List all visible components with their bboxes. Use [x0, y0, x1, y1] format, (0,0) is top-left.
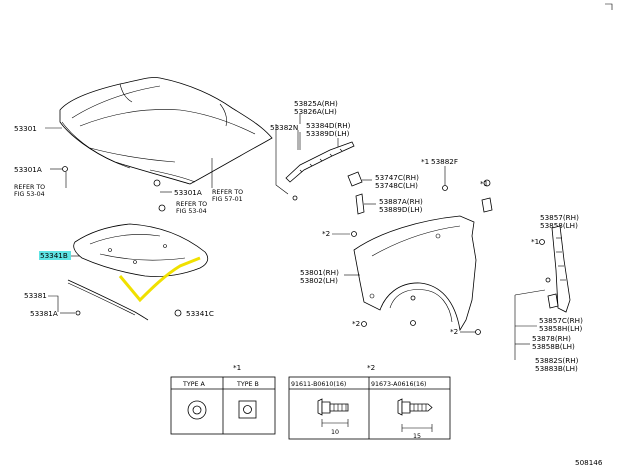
cover-rh-label: 53747C(RH): [375, 173, 419, 182]
dim-1-label: 10: [331, 429, 339, 436]
hood-clip[interactable]: [62, 166, 68, 172]
rest-left-label: 53382N: [270, 123, 298, 132]
seal-rh-label: 53825A(RH): [294, 99, 338, 108]
bolt-2-icon: [397, 398, 433, 432]
hood-insulator[interactable]: [73, 223, 209, 277]
star2-c-label: *2: [450, 327, 458, 336]
fender-bolt-rear-icon[interactable]: [475, 329, 481, 335]
star2-a-label: *2: [322, 229, 330, 238]
dim-2-label: 15: [413, 433, 421, 440]
front-fender[interactable]: [353, 215, 477, 332]
fender-liner[interactable]: [551, 225, 571, 313]
seal-label: 53381: [24, 291, 47, 300]
star1-b-label: *1: [531, 237, 539, 246]
legend-left-ref: *1: [233, 363, 241, 372]
star-part-label: 53882F: [431, 157, 458, 166]
insulator-highlight: [39, 251, 71, 260]
cover-lh-label: 53748C(LH): [375, 181, 418, 190]
liner-d-lh-label: 53883B(LH): [535, 364, 578, 373]
refer-left-1: REFER TO: [14, 184, 45, 191]
fender-bolt-lower-icon[interactable]: [361, 321, 367, 327]
small-bracket[interactable]: [481, 197, 493, 213]
type-a-label: TYPE A: [182, 381, 205, 388]
liner-d-rh-label: 53882S(RH): [535, 356, 579, 365]
hood-bolt-icon[interactable]: [153, 179, 161, 187]
star1-a-label: *1: [480, 179, 488, 188]
liner-lh-label: 53858(LH): [540, 221, 578, 230]
fender-bolt-icon[interactable]: [442, 185, 448, 191]
hood-bolt-lower-icon[interactable]: [158, 204, 166, 212]
hood-seal[interactable]: [67, 279, 149, 321]
seal-rh2-label: 53384D(RH): [306, 121, 351, 130]
hood-sub-label: 53301A: [14, 165, 42, 174]
seal-lh2-label: 53389D(LH): [306, 129, 350, 138]
bracket-rh-label: 53887A(RH): [379, 197, 423, 206]
refer-right-1: REFER TO: [212, 189, 243, 196]
fender-bolt-mid-icon[interactable]: [410, 320, 416, 326]
hood-panel[interactable]: [59, 77, 273, 185]
legend-table-left: [170, 376, 276, 435]
bracket-lh-label: 53889D(LH): [379, 205, 423, 214]
hood-label: 53301: [14, 124, 37, 133]
fender-clip-icon[interactable]: [410, 295, 416, 301]
seal-lh-label: 53826A(LH): [294, 107, 337, 116]
liner-c-lh-label: 53858H(LH): [539, 324, 582, 333]
diagram-id: 508146: [575, 458, 603, 467]
fender-seal[interactable]: [285, 141, 355, 183]
seal-clip-icon[interactable]: [75, 310, 81, 316]
bolt-1-icon: [317, 398, 349, 427]
refer-right-2: FIG 57-01: [212, 196, 243, 203]
liner-bolt-icon[interactable]: [539, 239, 545, 245]
type-b-label: TYPE B: [236, 381, 259, 388]
refer-mid-2: FIG 53-04: [176, 208, 207, 215]
bolt-2-label: 91673-A0616(16): [371, 381, 426, 388]
clip-label: 53341C: [186, 309, 214, 318]
star2-b-label: *2: [352, 319, 360, 328]
hood-bolt-label: 53301A: [174, 188, 202, 197]
liner-bracket[interactable]: [547, 293, 559, 309]
rest-clip-icon[interactable]: [292, 195, 298, 201]
highlight-path: [118, 256, 201, 303]
fender-bolt-top-icon[interactable]: [351, 231, 357, 237]
liner-c-rh-label: 53857C(RH): [539, 316, 583, 325]
seal-sub-label: 53381A: [30, 309, 58, 318]
fender-cover[interactable]: [347, 171, 363, 187]
star1-bolt-icon[interactable]: [483, 179, 491, 187]
legend-table-right: [288, 376, 451, 440]
insulator-label[interactable]: 53341B: [40, 251, 68, 260]
bolt-1-label: 91611-B0610(16): [291, 381, 346, 388]
liner-b-rh-label: 53878(RH): [532, 334, 571, 343]
insulator-clip-icon[interactable]: [174, 309, 182, 317]
fender-bracket[interactable]: [355, 193, 365, 215]
liner-b-lh-label: 53858B(LH): [532, 342, 575, 351]
fender-lh-label: 53802(LH): [300, 276, 338, 285]
corner-mark: [605, 3, 613, 10]
refer-mid-1: REFER TO: [176, 201, 207, 208]
legend-right-ref: *2: [367, 363, 375, 372]
fender-rh-label: 53801(RH): [300, 268, 339, 277]
star1-ref: *1: [421, 157, 429, 166]
liner-clip-icon[interactable]: [545, 277, 551, 283]
refer-left-2: FIG 53-04: [14, 191, 45, 198]
liner-rh-label: 53857(RH): [540, 213, 579, 222]
